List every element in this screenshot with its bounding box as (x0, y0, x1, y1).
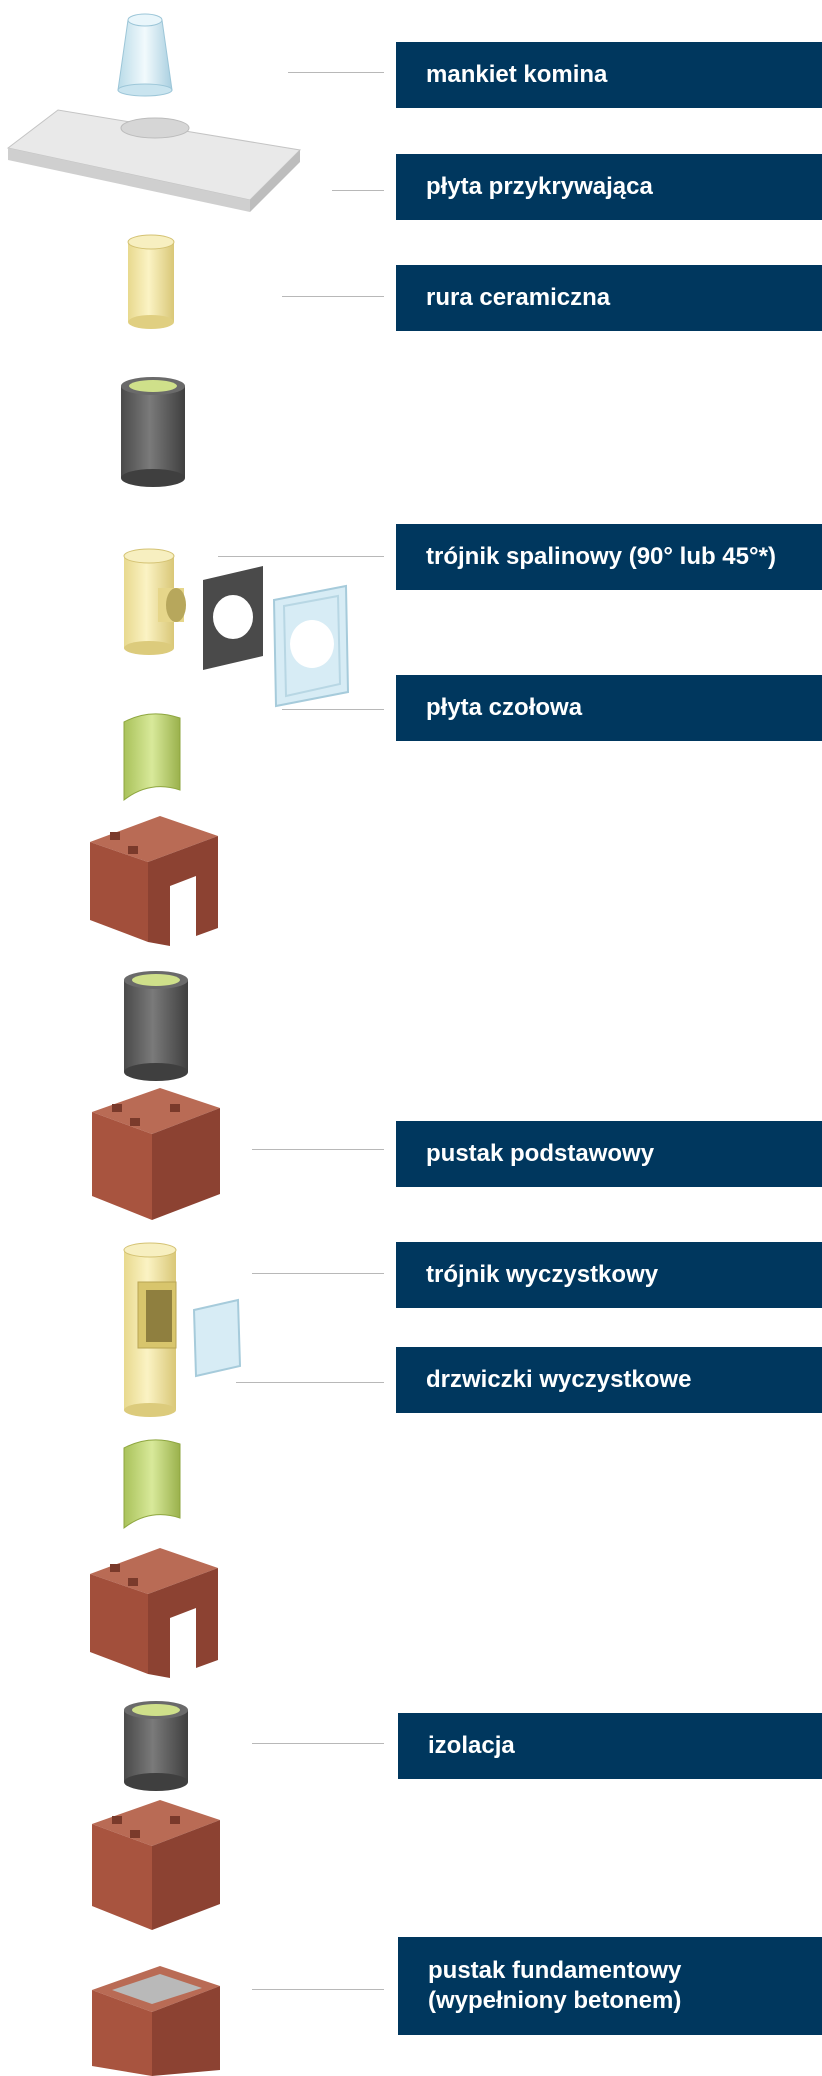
label-trojnik-wyczystkowy: trójnik wyczystkowy (396, 1242, 822, 1308)
label-trojnik-spalinowy: trójnik spalinowy (90° lub 45°*) (396, 524, 822, 590)
leader-line-izolacja (252, 1743, 384, 1744)
basic-block-drawing (92, 1088, 220, 1220)
leader-line-rura (282, 296, 384, 297)
label-pustak-fundamentowy: pustak fundamentowy (wypełniony betonem) (398, 1937, 822, 2035)
cover-plate-drawing (6, 109, 302, 212)
label-text-line-1: pustak fundamentowy (428, 1957, 682, 1984)
label-mankiet-komina: mankiet komina (396, 42, 822, 108)
label-drzwiczki-wyczystkowe: drzwiczki wyczystkowe (396, 1347, 822, 1413)
open-block-drawing-2 (90, 1548, 218, 1678)
foundation-block-drawing (92, 1966, 220, 2076)
label-text: rura ceramiczna (426, 284, 611, 311)
label-rura-ceramiczna: rura ceramiczna (396, 265, 822, 331)
label-plyta-czolowa: płyta czołowa (396, 675, 822, 741)
label-text: trójnik spalinowy (90° lub 45°*) (426, 543, 776, 570)
leader-line-pustak-fundamentowy (252, 1989, 384, 1990)
leader-line-plyta-czolowa (282, 709, 384, 710)
label-text: trójnik wyczystkowy (426, 1261, 659, 1288)
label-text: pustak podstawowy (426, 1140, 655, 1167)
leader-line-trojnik-spalinowy (218, 556, 384, 557)
label-plyta-przykrywajaca: płyta przykrywająca (396, 154, 822, 220)
leader-line-pustak-podstawowy (252, 1149, 384, 1150)
open-block-drawing-1 (90, 816, 218, 946)
front-plate-drawing (203, 566, 350, 708)
leader-line-mankiet (288, 72, 384, 73)
label-text: izolacja (428, 1732, 515, 1759)
leader-line-trojnik-wyczystkowy (252, 1273, 384, 1274)
ceramic-pipe-drawing (127, 234, 175, 329)
leader-line-plyta-przykrywajaca (332, 190, 384, 191)
chimney-collar-drawing (117, 13, 173, 97)
label-text: mankiet komina (426, 61, 608, 88)
insulation-half-drawing-2 (123, 1439, 181, 1530)
label-pustak-podstawowy: pustak podstawowy (396, 1121, 822, 1187)
insulation-sleeve-drawing-1 (121, 377, 185, 487)
cleanout-door-drawing (192, 1298, 242, 1378)
label-text: płyta przykrywająca (426, 173, 653, 200)
insulation-sleeve-drawing-3 (124, 1701, 188, 1791)
label-text-line-2: (wypełniony betonem) (428, 1987, 682, 2014)
insulation-sleeve-drawing-2 (124, 971, 188, 1081)
label-text: płyta czołowa (426, 694, 583, 721)
cleanout-tee-drawing (123, 1242, 177, 1417)
leader-line-drzwiczki (236, 1382, 384, 1383)
block-drawing-3 (92, 1800, 220, 1930)
label-text: drzwiczki wyczystkowe (426, 1366, 692, 1393)
insulation-half-drawing-1 (123, 713, 181, 802)
flue-tee-drawing (123, 548, 186, 655)
label-izolacja: izolacja (398, 1713, 822, 1779)
